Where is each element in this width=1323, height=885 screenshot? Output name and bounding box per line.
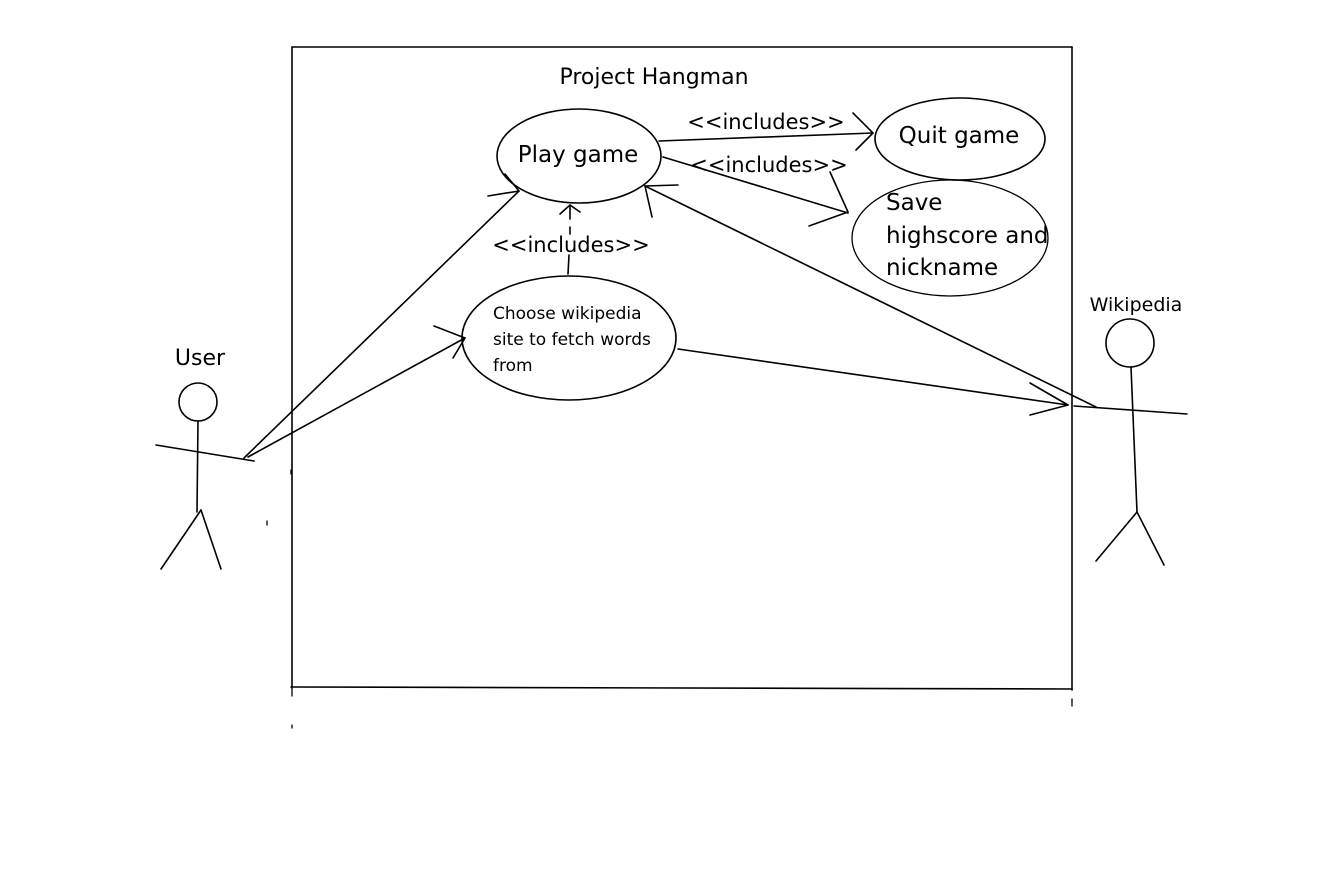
association-user-play — [243, 173, 520, 459]
system-title: Project Hangman — [559, 65, 748, 90]
system-boundary — [266, 46, 1073, 729]
include-label-quit: <<includes>> — [687, 110, 844, 134]
association-user-choose — [247, 325, 466, 458]
actor-wikipedia[interactable] — [1073, 318, 1188, 566]
use-case-choose-site-line-1: Choose wikipedia — [493, 304, 642, 324]
include-arrow-choose — [559, 204, 581, 275]
use-case-play-game[interactable]: Play game — [496, 108, 662, 204]
actor-wikipedia-label: Wikipedia — [1090, 294, 1183, 316]
actor-user-label: User — [175, 346, 226, 371]
use-case-save-highscore[interactable]: Save highscore and nickname — [851, 179, 1049, 297]
include-label-choose: <<includes>> — [492, 233, 649, 257]
use-case-save-highscore-line-3: nickname — [886, 255, 998, 281]
use-case-save-highscore-line-2: highscore and — [886, 223, 1049, 249]
association-choose-wikipedia — [677, 348, 1069, 416]
use-case-choose-site[interactable]: Choose wikipedia site to fetch words fro… — [461, 275, 677, 401]
use-case-quit-game-label: Quit game — [899, 123, 1020, 149]
association-wikipedia-play — [644, 184, 1097, 408]
include-arrow-quit — [658, 112, 874, 151]
use-case-save-highscore-line-1: Save — [886, 190, 942, 216]
use-case-play-game-label: Play game — [518, 142, 639, 168]
use-case-quit-game[interactable]: Quit game — [874, 97, 1046, 181]
use-case-choose-site-line-2: site to fetch words — [493, 330, 651, 350]
actor-user[interactable] — [155, 382, 255, 570]
include-arrow-save — [662, 156, 849, 227]
include-label-save: <<includes>> — [690, 153, 847, 177]
use-case-choose-site-line-3: from — [493, 356, 533, 376]
